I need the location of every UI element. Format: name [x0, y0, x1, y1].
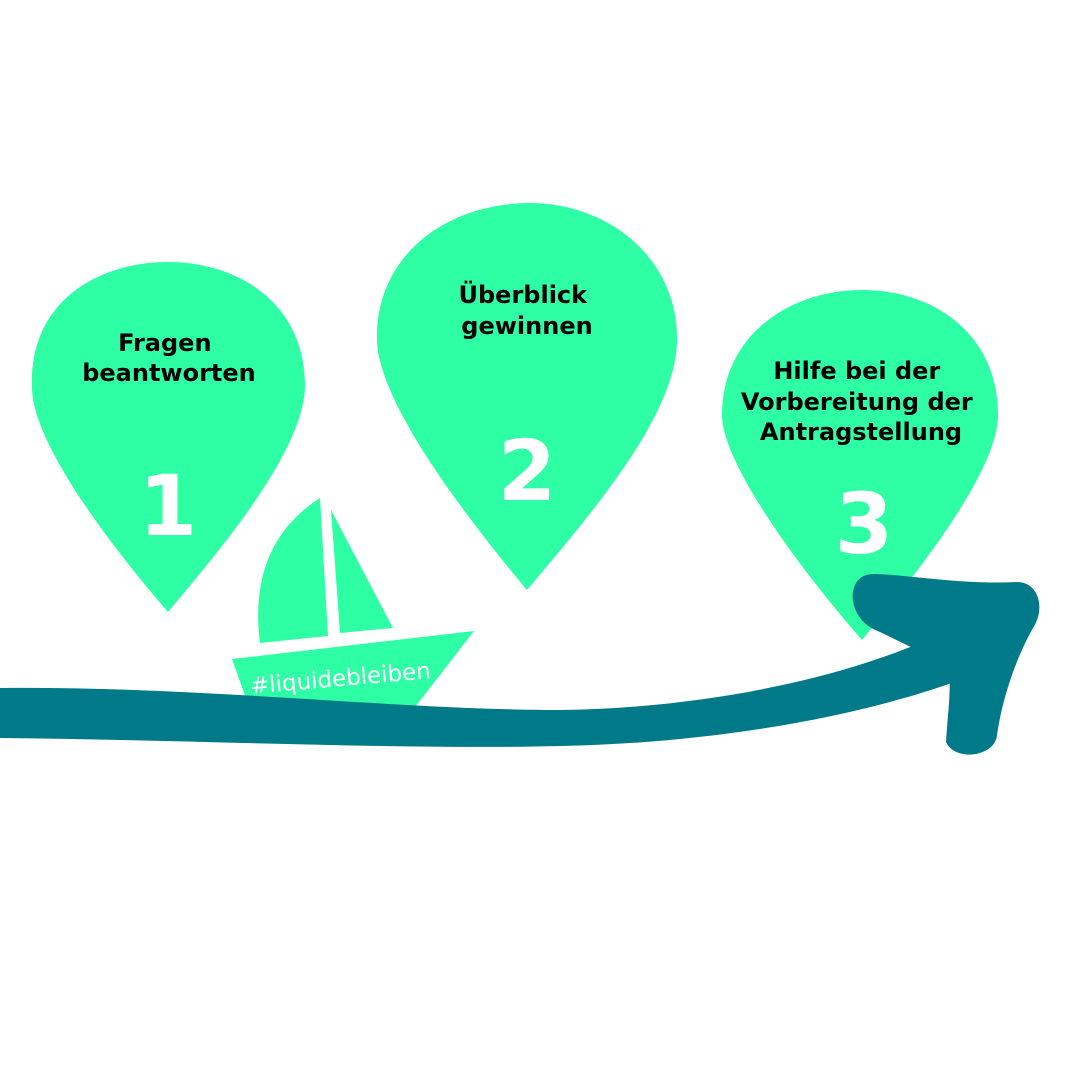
pin-2-label-line-2: gewinnen — [461, 312, 592, 340]
pin-3-label-line-3: Antragstellung — [760, 418, 962, 446]
sailboat: #liquidebleiben — [232, 498, 474, 721]
boat-sail-left — [258, 498, 328, 643]
pin-1-label-line-2: beantworten — [82, 359, 256, 387]
arrow-shaft — [0, 620, 1010, 747]
pin-2-shape — [376, 202, 678, 591]
pin-2-label-line-1: Überblick — [459, 279, 589, 309]
pin-2-number: 2 — [498, 422, 556, 520]
step-pin-1: Fragen beantworten 1 — [31, 262, 306, 612]
pin-2-label: Überblick gewinnen — [459, 279, 596, 340]
step-pin-2: Überblick gewinnen 2 — [376, 202, 678, 591]
journey-arrow — [0, 574, 1040, 755]
pin-3-shape — [722, 290, 998, 640]
pin-1-label-line-1: Fragen — [118, 329, 211, 357]
arrow-head — [852, 574, 1040, 755]
pin-3-label-line-1: Hilfe bei der — [773, 357, 940, 385]
pin-3-label: Hilfe bei der Vorbereitung der Antragste… — [741, 357, 981, 446]
boat-sail-right — [331, 510, 393, 633]
pin-3-label-line-2: Vorbereitung der — [741, 388, 973, 416]
pin-1-shape — [31, 262, 306, 612]
pin-1-number: 1 — [139, 457, 197, 555]
step-pin-3: Hilfe bei der Vorbereitung der Antragste… — [722, 290, 998, 640]
pin-1-label: Fragen beantworten — [82, 329, 256, 387]
pin-3-number: 3 — [835, 475, 893, 573]
